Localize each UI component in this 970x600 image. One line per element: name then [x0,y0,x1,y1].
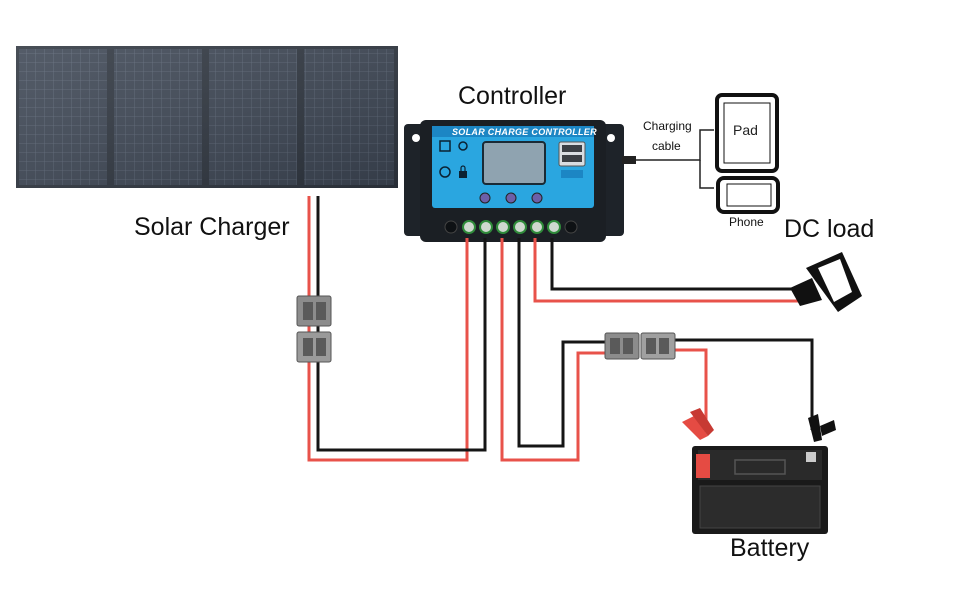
anderson-connector-battery-icon [604,332,676,360]
controller-lcd-screen [482,141,546,185]
anderson-connector-icon [296,295,332,363]
battery-positive-wire-out [675,348,708,432]
dc-load-icon [790,252,862,312]
phone-icon [716,176,780,214]
alligator-clamp-black-icon [808,414,836,442]
tablet-icon [715,93,779,173]
battery-label: Battery [730,534,810,562]
solar-positive-wire [307,196,469,462]
charging-cable-label-line1: Charging [643,119,692,133]
load-negative-wire [550,238,798,291]
controller-label: Controller [458,82,566,110]
charging-cable-label-line2: cable [652,139,681,153]
battery-positive-wire [500,238,612,462]
dc-load-label: DC load [784,215,874,243]
controller-panel-title: SOLAR CHARGE CONTROLLER [452,127,597,137]
solar-charger-label: Solar Charger [134,213,290,241]
battery-negative-wire-out [675,338,814,430]
charge-controller-icon: SOLAR CHARGE CONTROLLER [404,120,624,242]
battery-icon [692,446,828,534]
phone-label: Phone [729,215,764,229]
controller-status-icons [439,140,468,178]
solar-panel-icon [16,46,398,188]
alligator-clamp-icon [682,408,714,440]
controller-button-minus [505,192,517,204]
pad-label: Pad [733,122,758,138]
charging-cable-branch [699,160,714,189]
usb-port-icon [558,141,586,178]
controller-button-menu [479,192,491,204]
controller-button-plus [531,192,543,204]
usb-plug-icon [622,156,636,164]
charging-cable-wire [636,129,714,161]
load-positive-wire [533,238,798,303]
controller-terminals [444,220,578,234]
battery-negative-wire [517,238,612,448]
